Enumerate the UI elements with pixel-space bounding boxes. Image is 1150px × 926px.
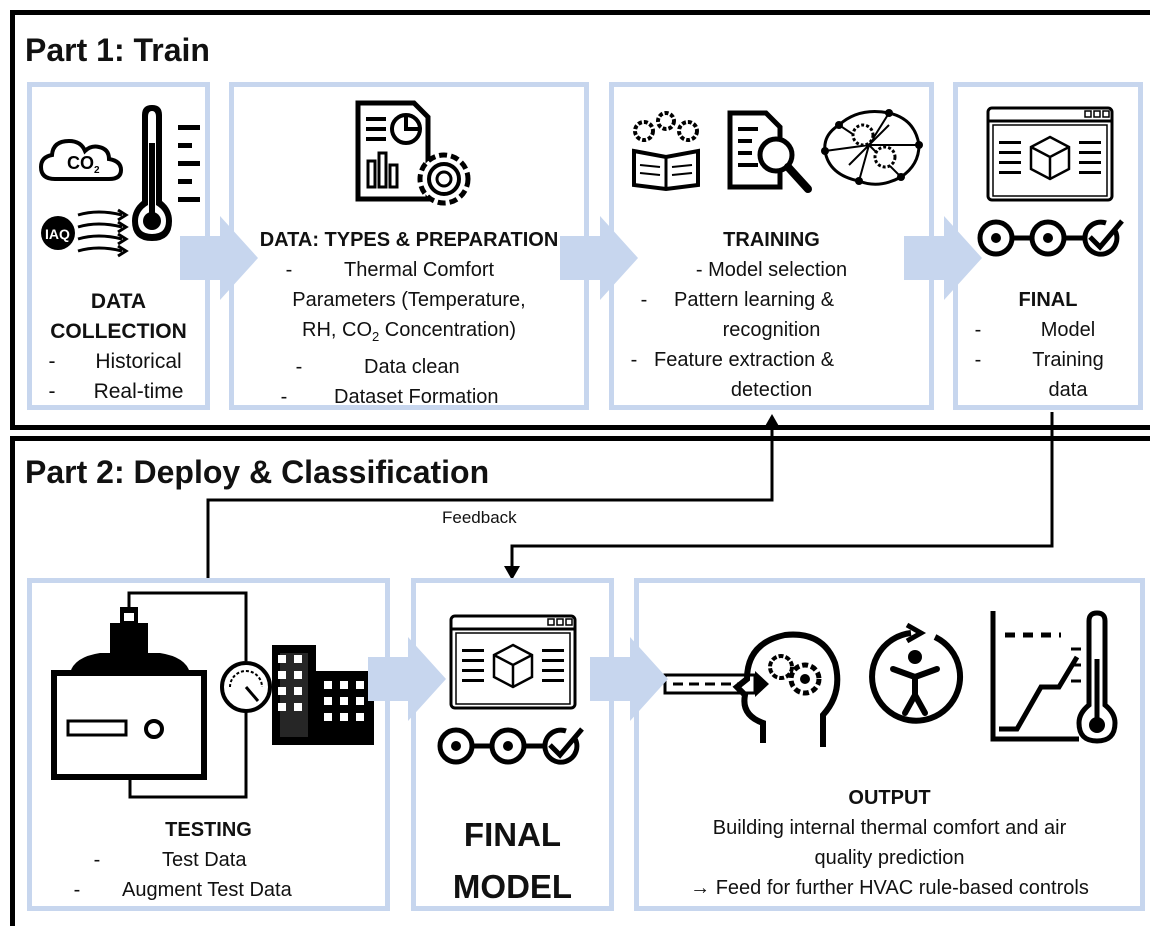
- training-item: detection: [730, 379, 813, 401]
- progress-steps-icon: [437, 727, 584, 765]
- data-collection-text: DATA COLLECTION -Historical -Real-time: [32, 287, 205, 407]
- final-item: Model: [1040, 319, 1096, 341]
- prep-item-line: Thermal Comfort: [344, 259, 495, 281]
- data-collection-panel: CO 2 IAQ DATA COLLECTION -Historical -Re…: [27, 82, 210, 410]
- final-text: FINAL -Model -Training data: [958, 285, 1138, 405]
- svg-text:2: 2: [94, 165, 100, 176]
- accessibility-icon: [869, 622, 964, 724]
- part2-title: Part 2: Deploy & Classification: [25, 454, 490, 490]
- final-heading: FINAL: [1018, 289, 1078, 311]
- document-search-icon: [727, 110, 812, 193]
- testing-text: TESTING -Test Data -Augment Test Data: [32, 815, 385, 905]
- model-window-icon: [986, 106, 1114, 202]
- iaq-wind-icon: IAQ: [41, 208, 129, 258]
- flow-arrow: [368, 637, 446, 721]
- training-item: - Model selection: [695, 259, 848, 281]
- training-item: recognition: [722, 319, 821, 341]
- training-item: Pattern learning &: [674, 289, 835, 311]
- temperature-rise-icon: [990, 610, 1118, 744]
- prep-item-line-co2: RH, CO2 Concentration): [302, 319, 516, 344]
- data-collection-item: Real-time: [93, 380, 184, 403]
- output-line: quality prediction: [814, 847, 965, 869]
- book-gears-icon: [632, 111, 700, 192]
- part1-title: Part 1: Train: [25, 32, 210, 68]
- co2-cloud-icon: CO 2: [38, 138, 124, 181]
- testing-item: Augment Test Data: [122, 879, 292, 901]
- training-item: Feature extraction &: [654, 349, 835, 371]
- data-collection-heading-2: COLLECTION: [50, 320, 187, 343]
- data-preparation-panel: DATA: TYPES & PREPARATION -Thermal Comfo…: [229, 82, 589, 410]
- data-collection-heading: DATA: [90, 290, 147, 313]
- training-heading: TRAINING: [723, 229, 820, 251]
- part1-frame: [10, 10, 1150, 430]
- output-heading: OUTPUT: [848, 787, 931, 809]
- data-preparation-text: DATA: TYPES & PREPARATION -Thermal Comfo…: [234, 225, 584, 412]
- final-panel: FINAL -Model -Training data: [953, 82, 1143, 410]
- final-item: data: [1048, 379, 1088, 401]
- output-line: Building internal thermal comfort and ai…: [712, 817, 1067, 839]
- testing-heading: TESTING: [165, 819, 252, 841]
- flow-arrow: [180, 216, 258, 300]
- prep-item-line: Parameters (Temperature,: [292, 289, 526, 311]
- data-preparation-heading: DATA: TYPES & PREPARATION: [259, 229, 559, 251]
- flow-arrow: [904, 216, 982, 300]
- final-model-panel: FINAL MODEL: [411, 578, 614, 911]
- prep-item: Dataset Formation: [334, 386, 499, 408]
- training-panel: TRAINING - Model selection -Pattern lear…: [609, 82, 934, 410]
- flow-arrow: [560, 216, 638, 300]
- testing-panel: TESTING -Test Data -Augment Test Data: [27, 578, 390, 911]
- head-gears-icon: [663, 631, 841, 747]
- output-text: OUTPUT Building internal thermal comfort…: [639, 783, 1140, 903]
- model-window-icon: [449, 614, 577, 710]
- progress-steps-icon: [977, 219, 1124, 257]
- neural-brain-icon: [821, 109, 923, 186]
- testing-item: Test Data: [162, 849, 247, 871]
- final-item: Training: [1032, 349, 1104, 371]
- feedback-label: Feedback: [442, 508, 517, 527]
- svg-text:CO: CO: [67, 153, 94, 173]
- final-model-label: FINAL MODEL: [452, 816, 573, 905]
- testing-equipment-icon: [51, 591, 374, 799]
- part2-frame: [10, 436, 1150, 926]
- thermometer-icon: [132, 105, 200, 241]
- svg-text:IAQ: IAQ: [45, 226, 70, 242]
- training-text: TRAINING - Model selection -Pattern lear…: [614, 225, 929, 405]
- data-collection-item: Historical: [95, 350, 182, 373]
- prep-item: Data clean: [364, 356, 460, 378]
- flow-arrow: [590, 637, 668, 721]
- report-gear-icon: [355, 100, 471, 206]
- output-panel: OUTPUT Building internal thermal comfort…: [634, 578, 1145, 911]
- output-line: → Feed for further HVAC rule-based contr…: [690, 877, 1089, 899]
